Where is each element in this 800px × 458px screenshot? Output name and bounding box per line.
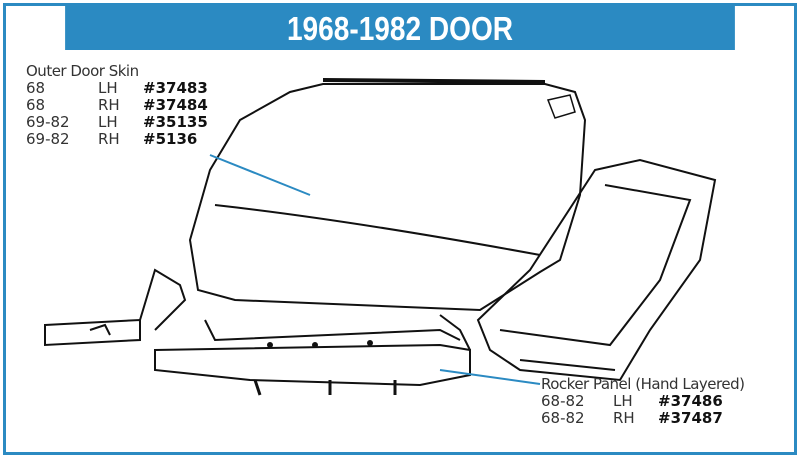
side: LH — [98, 79, 118, 97]
page-title: 1968-1982 DOOR — [65, 6, 735, 50]
rocker-panel-callout: Rocker Panel (Hand Layered) 68-82 LH #3748… — [541, 375, 745, 427]
side: RH — [98, 130, 120, 148]
part-number: #5136 — [143, 130, 198, 148]
rocker-panel-leader — [439, 369, 541, 385]
diagram-frame: 1968-1982 DOOR — [3, 3, 797, 455]
years: 69-82 — [26, 113, 70, 131]
years: 68 — [26, 79, 46, 97]
side: LH — [98, 113, 118, 131]
part-row: 68-82 RH #37487 — [541, 410, 744, 427]
years: 68-82 — [541, 392, 585, 410]
part-row: 68 RH #37484 — [26, 97, 208, 114]
outer-door-skin-leader — [209, 154, 311, 196]
part-row: 68 LH #37483 — [26, 80, 208, 97]
part-number: #37483 — [143, 79, 208, 97]
years: 69-82 — [26, 130, 70, 148]
years: 68-82 — [541, 409, 585, 427]
outer-door-skin-heading: Outer Door Skin — [26, 62, 139, 80]
part-number: #37486 — [658, 392, 723, 410]
years: 68 — [26, 96, 46, 114]
part-number: #35135 — [143, 113, 208, 131]
part-row: 69-82 RH #5136 — [26, 131, 208, 148]
outer-door-skin-drawing — [188, 78, 587, 312]
bracket-drawing — [44, 268, 187, 347]
part-row: 69-82 LH #35135 — [26, 114, 208, 131]
part-row: 68-82 LH #37486 — [541, 393, 744, 410]
part-number: #37484 — [143, 96, 208, 114]
part-number: #37487 — [658, 409, 723, 427]
rocker-inner-panel-drawing — [476, 158, 717, 382]
side: RH — [98, 96, 120, 114]
rocker-panel-heading: Rocker Panel (Hand Layered) — [541, 375, 745, 393]
side: LH — [613, 392, 633, 410]
rocker-panel-drawing — [154, 314, 471, 396]
side: RH — [613, 409, 635, 427]
